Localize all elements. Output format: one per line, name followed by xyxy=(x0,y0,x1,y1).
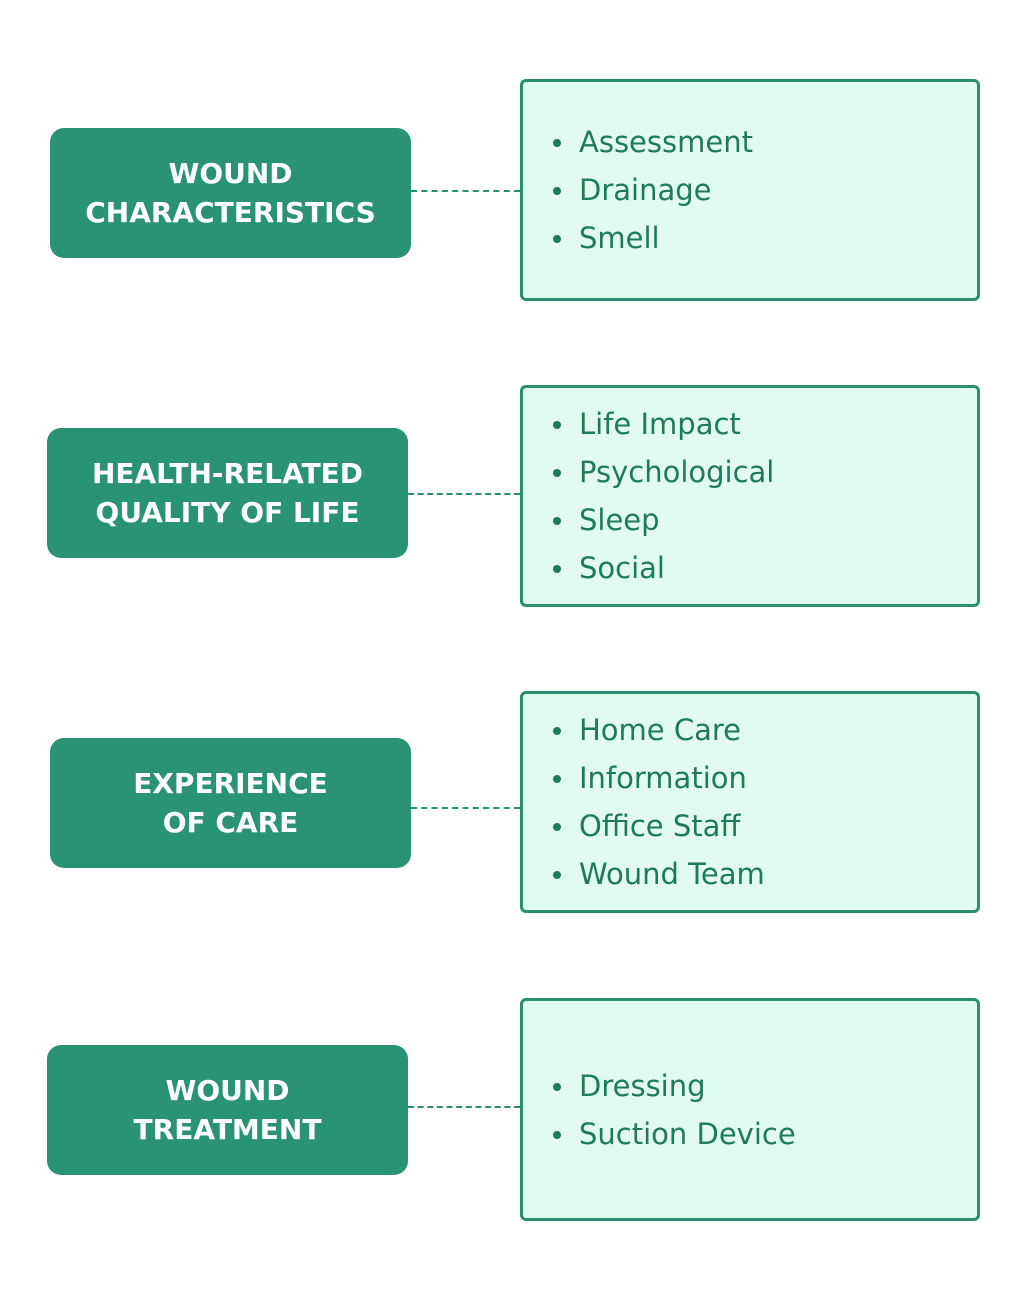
item-list: Assessment Drainage Smell xyxy=(523,118,977,262)
dashed-connector xyxy=(408,493,520,495)
category-label-line: CHARACTERISTICS xyxy=(85,196,376,229)
dashed-connector xyxy=(411,190,520,192)
list-item: Smell xyxy=(553,214,977,262)
list-item: Social xyxy=(553,544,977,592)
items-box-experience-of-care: Home Care Information Office Staff Wound… xyxy=(520,691,980,913)
category-health-related-quality-of-life: HEALTH-RELATED QUALITY OF LIFE xyxy=(47,428,408,558)
list-item: Suction Device xyxy=(553,1110,977,1158)
category-label-line: OF CARE xyxy=(162,806,299,839)
category-wound-characteristics: WOUND CHARACTERISTICS xyxy=(50,128,411,258)
list-item: Psychological xyxy=(553,448,977,496)
item-list: Home Care Information Office Staff Wound… xyxy=(523,706,977,898)
category-experience-of-care: EXPERIENCE OF CARE xyxy=(50,738,411,868)
list-item: Office Staff xyxy=(553,802,977,850)
list-item: Wound Team xyxy=(553,850,977,898)
list-item: Sleep xyxy=(553,496,977,544)
category-label-line: EXPERIENCE xyxy=(133,767,328,800)
category-label-line: HEALTH-RELATED xyxy=(91,457,364,490)
category-label-line: TREATMENT xyxy=(133,1113,322,1146)
category-wound-treatment: WOUND TREATMENT xyxy=(47,1045,408,1175)
list-item: Assessment xyxy=(553,118,977,166)
list-item: Life Impact xyxy=(553,400,977,448)
category-label-line: WOUND xyxy=(165,1074,290,1107)
dashed-connector xyxy=(408,1106,520,1108)
items-box-wound-characteristics: Assessment Drainage Smell xyxy=(520,79,980,301)
item-list: Life Impact Psychological Sleep Social xyxy=(523,400,977,592)
list-item: Information xyxy=(553,754,977,802)
category-label-line: QUALITY OF LIFE xyxy=(95,496,360,529)
list-item: Drainage xyxy=(553,166,977,214)
items-box-health-related-quality-of-life: Life Impact Psychological Sleep Social xyxy=(520,385,980,607)
dashed-connector xyxy=(411,807,520,809)
list-item: Dressing xyxy=(553,1062,977,1110)
items-box-wound-treatment: Dressing Suction Device xyxy=(520,998,980,1221)
list-item: Home Care xyxy=(553,706,977,754)
item-list: Dressing Suction Device xyxy=(523,1062,977,1158)
category-label-line: WOUND xyxy=(168,157,293,190)
